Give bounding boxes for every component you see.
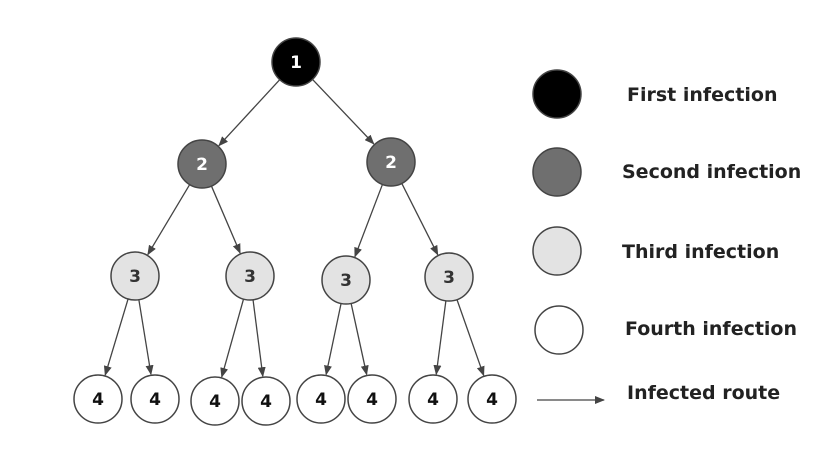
infection-route-arrow	[354, 184, 384, 258]
node-circle	[366, 137, 416, 187]
legend-label-first: First infection	[627, 84, 778, 106]
infection-route-arrow	[324, 303, 342, 376]
infection-route-arrow	[456, 299, 485, 377]
infection-node-level-3: 3	[110, 251, 160, 301]
node-label: 2	[196, 155, 208, 175]
node-label: 1	[290, 53, 302, 73]
infection-route-arrow	[252, 299, 266, 378]
infection-route-arrow	[220, 298, 245, 378]
legend-swatch-fourth	[534, 305, 584, 355]
node-circle	[424, 252, 474, 302]
node-label: 4	[260, 392, 272, 412]
node-circle	[130, 374, 180, 424]
infection-node-level-4: 4	[241, 376, 291, 426]
legend-label-second: Second infection	[622, 161, 801, 183]
node-label: 4	[486, 390, 498, 410]
infection-node-level-2: 2	[177, 139, 227, 189]
infection-node-level-3: 3	[424, 252, 474, 302]
legend-swatch-third	[532, 226, 582, 276]
node-circle	[296, 374, 346, 424]
node-label: 2	[385, 153, 397, 173]
node-label: 4	[92, 390, 104, 410]
node-circle	[408, 374, 458, 424]
legend-swatch-first	[532, 69, 582, 119]
infection-node-level-3: 3	[321, 255, 371, 305]
node-label: 3	[340, 271, 352, 291]
infection-node-level-3: 3	[225, 251, 275, 301]
infection-route-arrow	[218, 79, 281, 147]
legend-label-third: Third infection	[622, 241, 779, 263]
node-circle	[225, 251, 275, 301]
node-circle	[467, 374, 517, 424]
infection-route-arrow	[312, 78, 375, 145]
node-circle	[190, 376, 240, 426]
node-label: 4	[209, 392, 221, 412]
infection-node-level-4: 4	[296, 374, 346, 424]
legend-item-second: Second infection	[532, 147, 801, 197]
infection-route-arrow	[210, 185, 241, 254]
node-label: 4	[149, 390, 161, 410]
node-circle	[73, 374, 123, 424]
node-circle	[241, 376, 291, 426]
infection-node-level-4: 4	[347, 374, 397, 424]
node-label: 3	[244, 267, 256, 287]
node-label: 4	[315, 390, 327, 410]
legend-item-fourth: Fourth infection	[534, 305, 797, 355]
node-circle	[177, 139, 227, 189]
legend-item-route: Infected route	[537, 382, 780, 404]
infection-node-level-1: 1	[271, 37, 321, 87]
infection-node-level-2: 2	[366, 137, 416, 187]
infection-node-level-4: 4	[190, 376, 240, 426]
infection-route-arrow	[350, 303, 369, 376]
infection-route-arrow	[138, 299, 154, 376]
node-circle	[110, 251, 160, 301]
node-label: 3	[129, 267, 141, 287]
node-circle	[321, 255, 371, 305]
node-label: 3	[443, 268, 455, 288]
legend-item-third: Third infection	[532, 226, 779, 276]
legend-item-first: First infection	[532, 69, 778, 119]
infection-node-level-4: 4	[130, 374, 180, 424]
node-label: 4	[366, 390, 378, 410]
node-label: 4	[427, 390, 439, 410]
node-circle	[271, 37, 321, 87]
infection-route-arrow	[103, 298, 129, 377]
infection-node-level-4: 4	[408, 374, 458, 424]
node-circle	[347, 374, 397, 424]
infection-node-level-4: 4	[467, 374, 517, 424]
legend-swatch-second	[532, 147, 582, 197]
infection-route-arrow	[147, 184, 191, 256]
infection-route-arrow	[401, 183, 439, 256]
legend-label-fourth: Fourth infection	[625, 318, 797, 340]
tree-edges	[103, 78, 485, 378]
infection-node-level-4: 4	[73, 374, 123, 424]
infection-route-arrow	[433, 300, 447, 376]
legend: First infection Second infection Third i…	[532, 69, 801, 404]
tree-nodes: 1 2 2 3 3 3 3 4 4 4 4 4 4 4 4	[73, 37, 517, 426]
legend-label-route: Infected route	[627, 382, 780, 404]
